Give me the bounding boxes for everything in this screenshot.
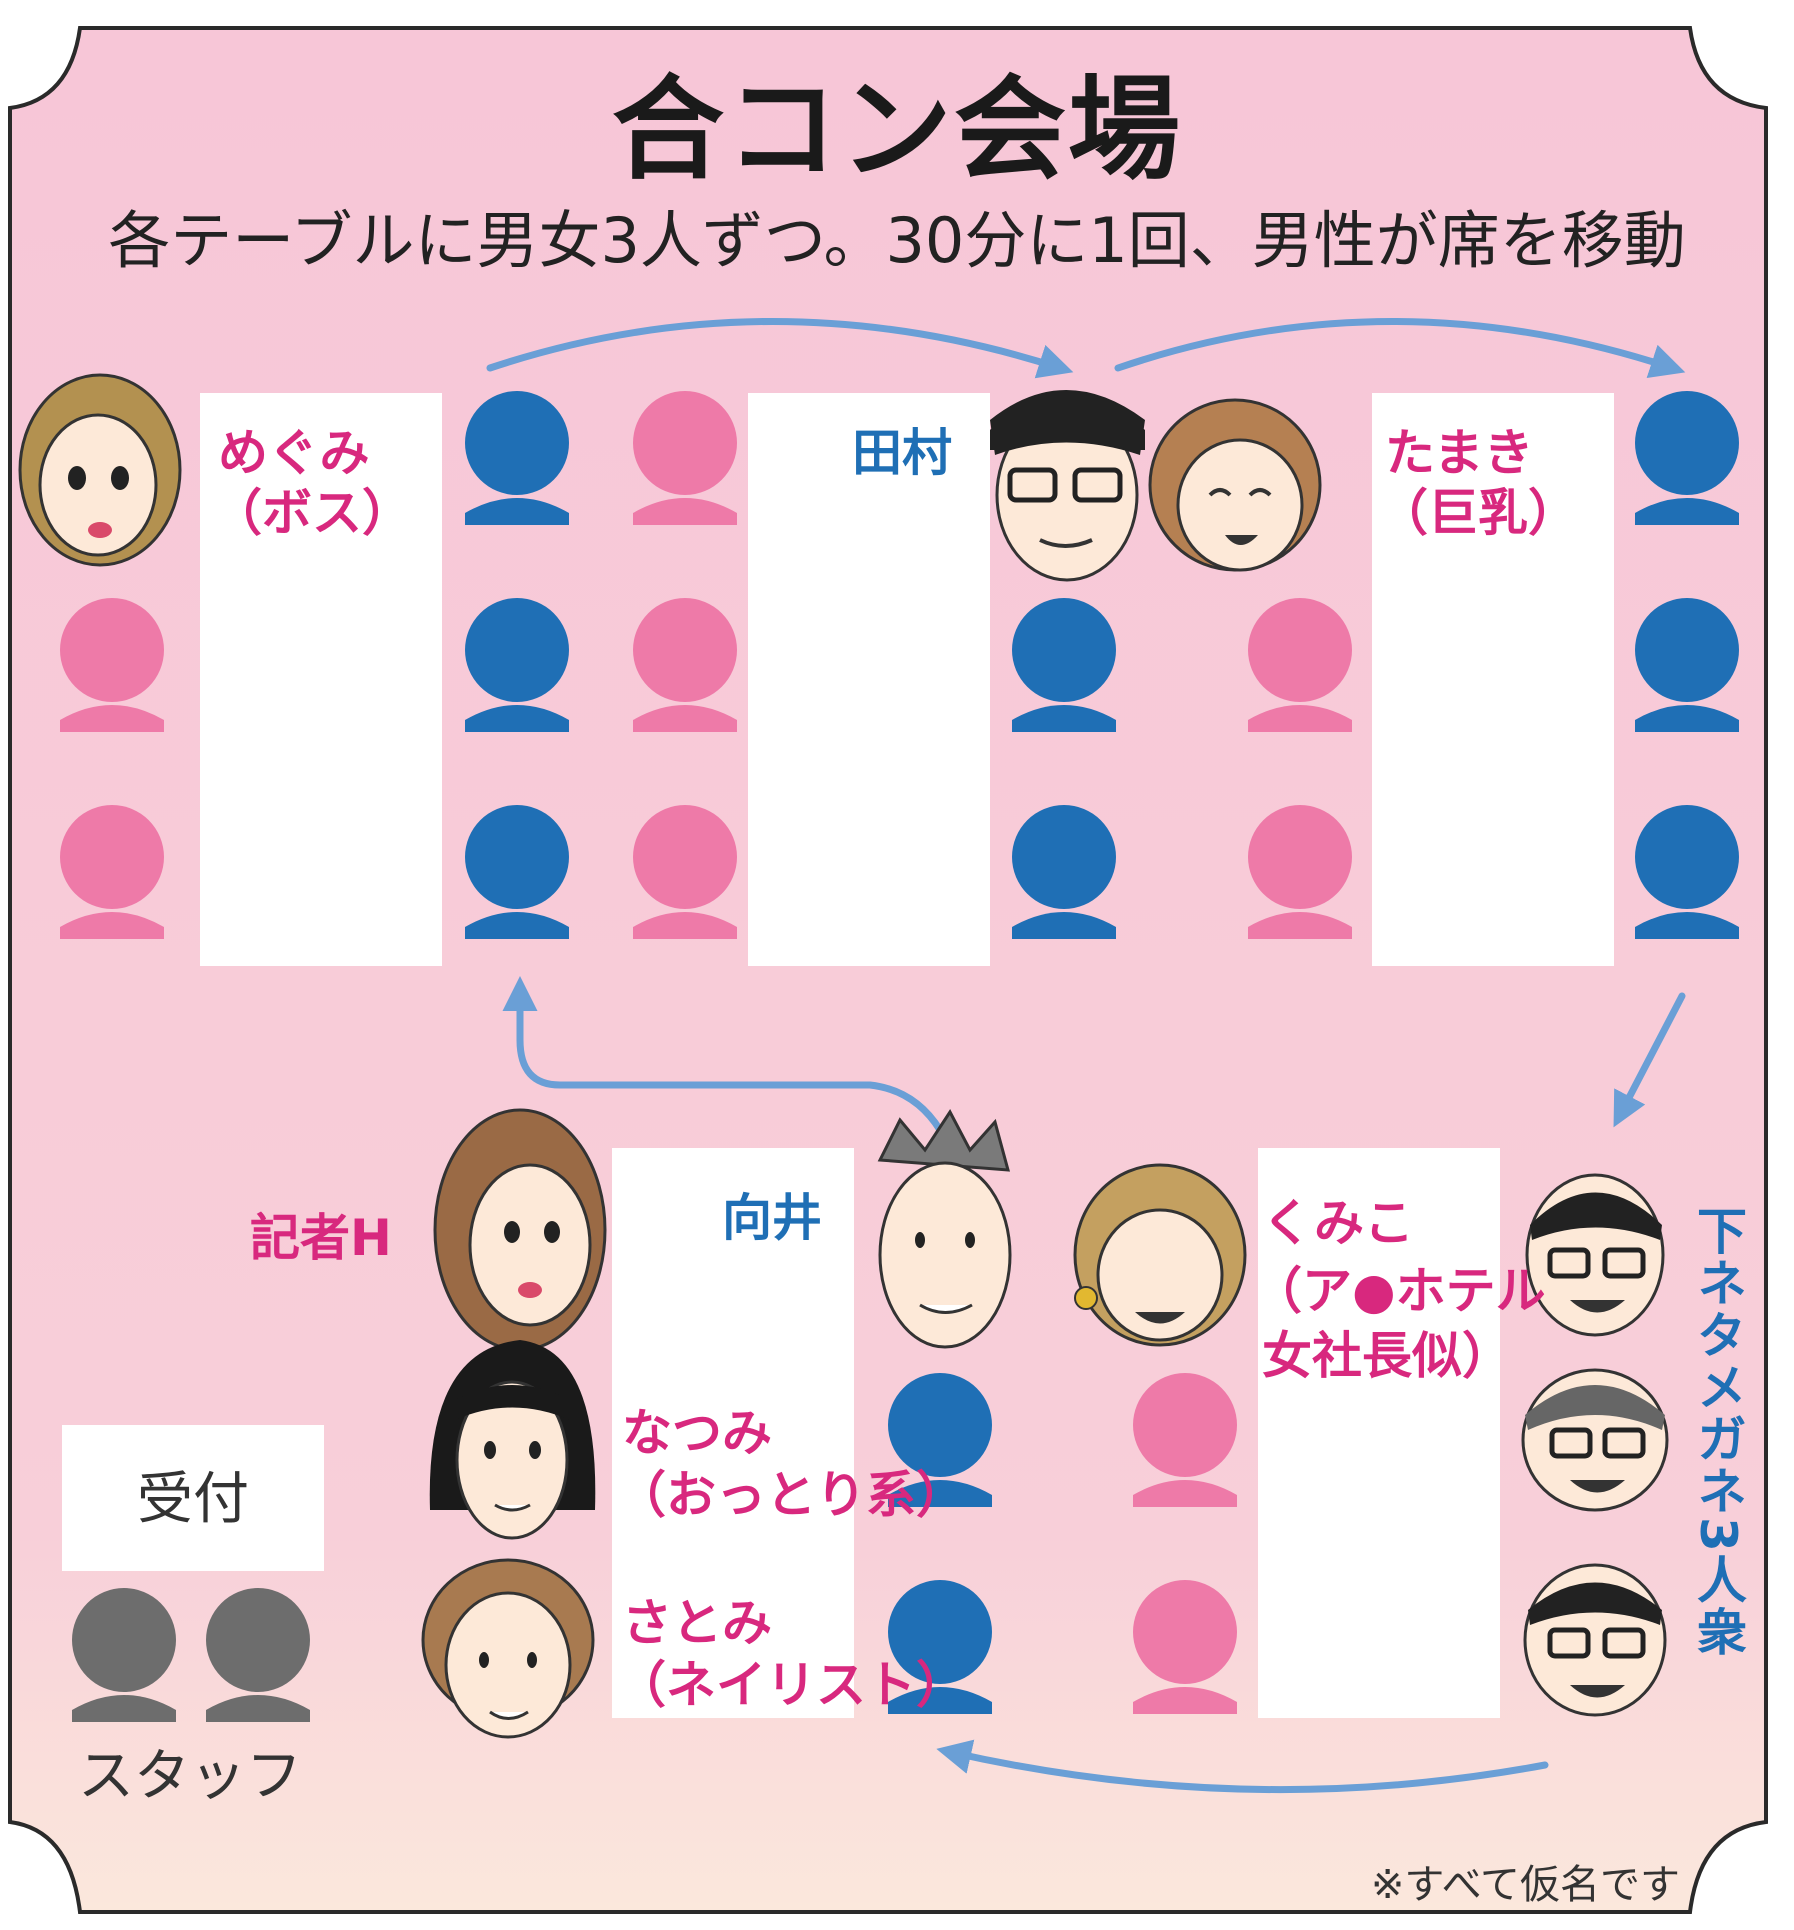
staff-label: スタッフ [78, 1744, 302, 1809]
megane-trio-label: 下ネタメガネ3人衆 [1689, 1205, 1747, 1658]
megumi-note: （ボス） [212, 484, 412, 542]
satomi-name: さとみ [622, 1594, 772, 1652]
kisha-h-name: 記者H [250, 1209, 392, 1267]
seat-male [1635, 598, 1739, 732]
seat-male [465, 598, 569, 732]
seat-male [1012, 598, 1116, 732]
table-3 [1372, 393, 1614, 966]
kumiko-name: くみこ [1262, 1194, 1414, 1252]
seat-male [465, 391, 569, 525]
seat-male [1012, 805, 1116, 939]
tamaki-name: たまき [1385, 424, 1534, 482]
seat-female [1248, 805, 1352, 939]
mukai-face-icon [877, 1109, 1012, 1349]
seat-male [888, 1373, 992, 1507]
staff-figure [206, 1588, 310, 1722]
page-title: 合コン会場 [612, 65, 1182, 195]
megumi-face-icon [18, 373, 182, 567]
natsumi-face-icon [429, 1340, 596, 1540]
seat-female [60, 805, 164, 939]
subtitle: 各テーブルに男女3人ずつ。30分に1回、男性が席を移動 [108, 204, 1686, 277]
satomi-face-icon [421, 1558, 595, 1739]
seat-male [1635, 805, 1739, 939]
tamura-name: 田村 [852, 424, 952, 482]
satomi-note: （ネイリスト） [616, 1656, 966, 1714]
kisha-h-face-icon [433, 1108, 607, 1352]
seat-male [1635, 391, 1739, 525]
seat-female [1133, 1373, 1237, 1507]
natsumi-name: なつみ [622, 1404, 772, 1462]
seat-female [633, 391, 737, 525]
seat-female [1133, 1580, 1237, 1714]
table-5 [1258, 1148, 1500, 1718]
tamaki-face-icon [1148, 398, 1322, 572]
seat-female [633, 598, 737, 732]
megane-trio-icon [1521, 1173, 1669, 1717]
seat-female [633, 805, 737, 939]
reception-label: 受付 [137, 1467, 249, 1532]
table-2 [748, 393, 990, 966]
seat-male [465, 805, 569, 939]
kumiko-note-2: 女社長似） [1262, 1327, 1512, 1385]
tamaki-note: （巨乳） [1378, 484, 1578, 542]
footnote: ※すべて仮名です [1371, 1862, 1680, 1908]
table-1 [200, 393, 442, 966]
seat-male [888, 1580, 992, 1714]
natsumi-note: （おっとり系） [616, 1466, 966, 1524]
kumiko-face-icon [1073, 1163, 1247, 1347]
movement-arrows [486, 318, 1686, 1794]
mukai-name: 向井 [722, 1189, 822, 1247]
seat-female [1248, 598, 1352, 732]
seat-female [60, 598, 164, 732]
kumiko-note-1: （ア●ホテル [1252, 1262, 1546, 1320]
reception-desk [62, 1425, 324, 1571]
table-4 [612, 1148, 854, 1718]
staff-figure [72, 1588, 176, 1722]
tamura-face-icon [990, 390, 1145, 582]
megumi-name: めぐみ [218, 424, 370, 482]
